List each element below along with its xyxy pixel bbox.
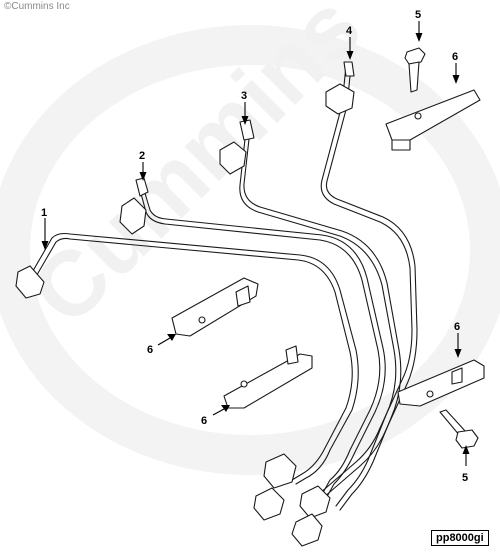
lower-fitting-2 bbox=[253, 487, 285, 521]
callout-1: 1 bbox=[41, 207, 49, 250]
callout-4: 4 bbox=[346, 25, 354, 60]
callout-label-2: 2 bbox=[139, 150, 145, 162]
fuel-line-4 bbox=[311, 61, 418, 505]
callout-label-1: 1 bbox=[41, 207, 47, 219]
callout-label-5-bottom: 5 bbox=[462, 472, 468, 484]
bolt-bottom bbox=[439, 409, 479, 449]
copyright-notice: ©Cummins Inc bbox=[4, 1, 70, 12]
callout-label-6-middle: 6 bbox=[201, 415, 207, 427]
lower-fitting-1 bbox=[263, 453, 297, 489]
fuel-line-2-fitting bbox=[119, 197, 147, 235]
clamp-bracket-middle bbox=[223, 345, 313, 409]
callout-6-middle: 6 bbox=[201, 405, 230, 427]
lower-fitting-3 bbox=[299, 485, 331, 519]
figure-id-label: pp8000gi bbox=[431, 530, 489, 546]
callout-6-left: 6 bbox=[147, 334, 176, 356]
callout-5-top: 5 bbox=[415, 9, 423, 42]
callout-label-6-left: 6 bbox=[147, 344, 153, 356]
callout-label-4: 4 bbox=[346, 25, 353, 37]
callout-5-bottom: 5 bbox=[462, 445, 470, 484]
callout-3: 3 bbox=[241, 90, 249, 125]
callout-label-5-top: 5 bbox=[415, 9, 421, 21]
fuel-line-4-fitting bbox=[325, 83, 355, 115]
fuel-line-2-nut bbox=[135, 177, 149, 197]
callout-2: 2 bbox=[139, 150, 147, 181]
lower-fitting-4 bbox=[291, 513, 323, 547]
clamp-bracket-left bbox=[171, 277, 259, 337]
fuel-line-2 bbox=[119, 177, 386, 503]
bolt-top bbox=[404, 47, 426, 93]
callout-label-3: 3 bbox=[241, 90, 247, 102]
fuel-line-3-fitting bbox=[219, 141, 247, 175]
fuel-line-4-nut bbox=[343, 61, 355, 77]
callout-label-6-right: 6 bbox=[454, 321, 460, 333]
callout-6-right: 6 bbox=[454, 321, 462, 358]
callout-6-top: 6 bbox=[452, 51, 460, 84]
fuel-line-1-fitting bbox=[15, 265, 45, 299]
clamp-bracket-right bbox=[397, 359, 485, 407]
fuel-line-1 bbox=[15, 232, 359, 485]
clamp-bracket-top bbox=[385, 89, 481, 151]
callout-label-6-top: 6 bbox=[452, 51, 458, 63]
